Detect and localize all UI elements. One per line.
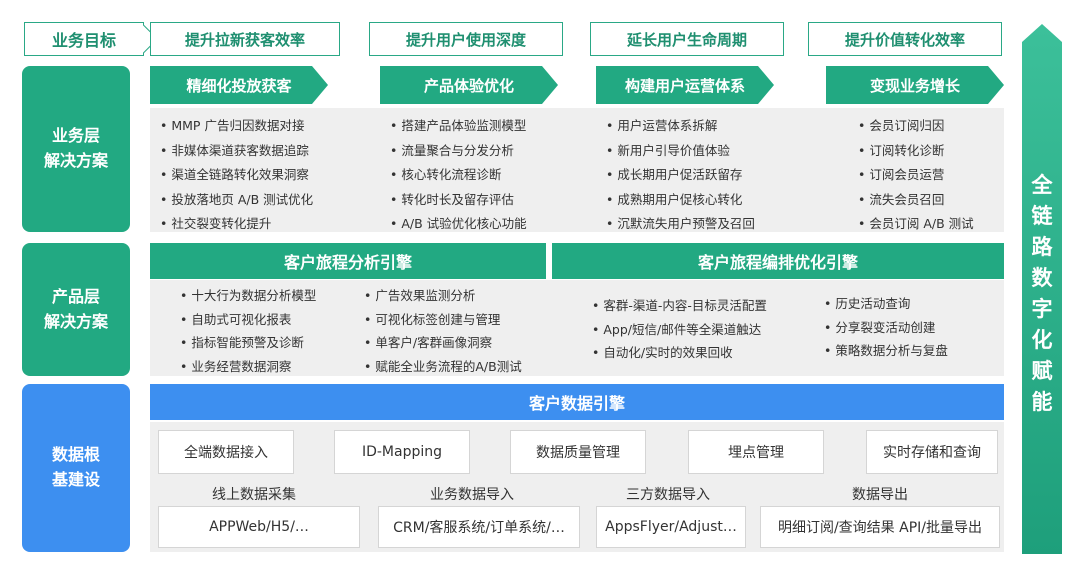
list-item: • 非媒体渠道获客数据追踪 xyxy=(160,142,309,158)
data-source: AppsFlyer/Adjust… xyxy=(596,506,746,548)
list-item: • 广告效果监测分析 xyxy=(364,288,476,303)
list-item: • 用户运营体系拆解 xyxy=(606,118,718,133)
list-item: • 订阅会员运营 xyxy=(858,167,945,182)
data-caption: 三方数据导入 xyxy=(626,487,710,503)
data-module: 埋点管理 xyxy=(688,430,824,474)
layer-label-product: 产品层 解决方案 xyxy=(22,243,130,376)
list-item: • 流失会员召回 xyxy=(858,191,945,207)
list-item: • 成熟期用户促核心转化 xyxy=(606,191,743,207)
list-item: • 赋能全业务流程的A/B测试 xyxy=(364,358,522,374)
side-label-char: 全 xyxy=(1031,173,1053,197)
goal-box: 延长用户生命周期 xyxy=(590,22,784,56)
data-engine-title: 客户数据引擎 xyxy=(150,384,1004,420)
list-item: • 客群-渠道-内容-目标灵活配置 xyxy=(592,298,767,313)
goal-box: 提升拉新获客效率 xyxy=(150,22,340,56)
data-source: 明细订阅/查询结果 API/批量导出 xyxy=(760,506,1000,548)
list-item: • 沉默流失用户预警及召回 xyxy=(606,216,755,231)
list-item: • 搭建产品体验监测模型 xyxy=(390,118,527,133)
side-bar xyxy=(1022,24,1062,554)
orchestration-list-1: • 客群-渠道-内容-目标灵活配置 • App/短信/邮件等全渠道触达 • 自动… xyxy=(592,294,767,365)
side-label-char: 字 xyxy=(1031,297,1053,321)
list-item: • 历史活动查询 xyxy=(824,296,911,311)
list-item: • MMP 广告归因数据对接 xyxy=(160,118,305,133)
data-caption: 业务数据导入 xyxy=(430,487,514,503)
analysis-list-1: • 十大行为数据分析模型 • 自助式可视化报表 • 指标智能预警及诊断 • 业务… xyxy=(180,284,316,378)
list-item: • 新用户引导价值体验 xyxy=(606,142,730,158)
list-item: • 流量聚合与分发分析 xyxy=(390,142,514,158)
product-panel xyxy=(150,280,1004,376)
side-label-char: 链 xyxy=(1031,204,1053,228)
list-item: • 核心转化流程诊断 xyxy=(390,167,502,182)
list-item: • 分享裂变活动创建 xyxy=(824,319,936,335)
business-list: • 用户运营体系拆解 • 新用户引导价值体验 • 成长期用户促活跃留存 • 成熟… xyxy=(606,114,755,237)
analysis-list-2: • 广告效果监测分析 • 可视化标签创建与管理 • 单客户/客群画像洞察 • 赋… xyxy=(364,284,522,378)
side-label-char: 数 xyxy=(1031,266,1053,290)
list-item: • 订阅转化诊断 xyxy=(858,142,945,158)
side-label-char: 化 xyxy=(1031,328,1053,352)
list-item: • 指标智能预警及诊断 xyxy=(180,335,304,350)
list-item: • 成长期用户促活跃留存 xyxy=(606,167,743,182)
list-item: • 渠道全链路转化效果洞察 xyxy=(160,167,309,182)
goal-box: 提升价值转化效率 xyxy=(808,22,1002,56)
business-column-title: 精细化投放获客 xyxy=(150,66,328,104)
list-item: • 会员订阅归因 xyxy=(858,118,945,133)
journey-analysis-title: 客户旅程分析引擎 xyxy=(150,243,546,279)
list-item: • A/B 试验优化核心功能 xyxy=(390,216,527,231)
list-item: • 十大行为数据分析模型 xyxy=(180,288,317,303)
goal-box: 提升用户使用深度 xyxy=(369,22,563,56)
data-source: APPWeb/H5/… xyxy=(158,506,360,548)
list-item: • 会员订阅 A/B 测试 xyxy=(858,216,974,231)
data-caption: 数据导出 xyxy=(852,487,908,503)
orchestration-list-2: • 历史活动查询 • 分享裂变活动创建 • 策略数据分析与复盘 xyxy=(824,292,948,363)
business-list: • 搭建产品体验监测模型 • 流量聚合与分发分析 • 核心转化流程诊断 • 转化… xyxy=(390,114,527,237)
side-label-char: 路 xyxy=(1031,235,1053,259)
side-label-char: 能 xyxy=(1031,390,1053,414)
layer-label-business: 业务层 解决方案 xyxy=(22,66,130,232)
data-module: 数据质量管理 xyxy=(510,430,646,474)
business-column-title: 构建用户运营体系 xyxy=(596,66,774,104)
list-item: • App/短信/邮件等全渠道触达 xyxy=(592,321,762,337)
list-item: • 投放落地页 A/B 测试优化 xyxy=(160,191,314,207)
list-item: • 自助式可视化报表 xyxy=(180,311,292,327)
journey-orchestration-title: 客户旅程编排优化引擎 xyxy=(552,243,1004,279)
layer-label-data: 数据根 基建设 xyxy=(22,384,130,552)
data-module: 实时存储和查询 xyxy=(866,430,998,474)
business-column-title: 变现业务增长 xyxy=(826,66,1004,104)
list-item: • 社交裂变转化提升 xyxy=(160,216,272,231)
business-list: • 会员订阅归因 • 订阅转化诊断 • 订阅会员运营 • 流失会员召回 • 会员… xyxy=(858,114,974,237)
list-item: • 自动化/实时的效果回收 xyxy=(592,345,733,360)
list-item: • 业务经营数据洞察 xyxy=(180,358,292,374)
data-caption: 线上数据采集 xyxy=(212,487,296,503)
list-item: • 策略数据分析与复盘 xyxy=(824,343,948,358)
list-item: • 单客户/客群画像洞察 xyxy=(364,335,493,350)
business-list: • MMP 广告归因数据对接 • 非媒体渠道获客数据追踪 • 渠道全链路转化效果… xyxy=(160,114,313,237)
side-label-char: 赋 xyxy=(1031,359,1053,383)
list-item: • 可视化标签创建与管理 xyxy=(364,311,501,327)
business-column-title: 产品体验优化 xyxy=(380,66,558,104)
side-label: 全链路数字化赋能 xyxy=(1022,170,1062,418)
data-source: CRM/客服系统/订单系统/… xyxy=(378,506,580,548)
goal-label: 业务目标 xyxy=(24,22,159,56)
business-panel xyxy=(150,108,1004,232)
data-module: 全端数据接入 xyxy=(158,430,294,474)
list-item: • 转化时长及留存评估 xyxy=(390,191,514,207)
data-module: ID-Mapping xyxy=(334,430,470,474)
